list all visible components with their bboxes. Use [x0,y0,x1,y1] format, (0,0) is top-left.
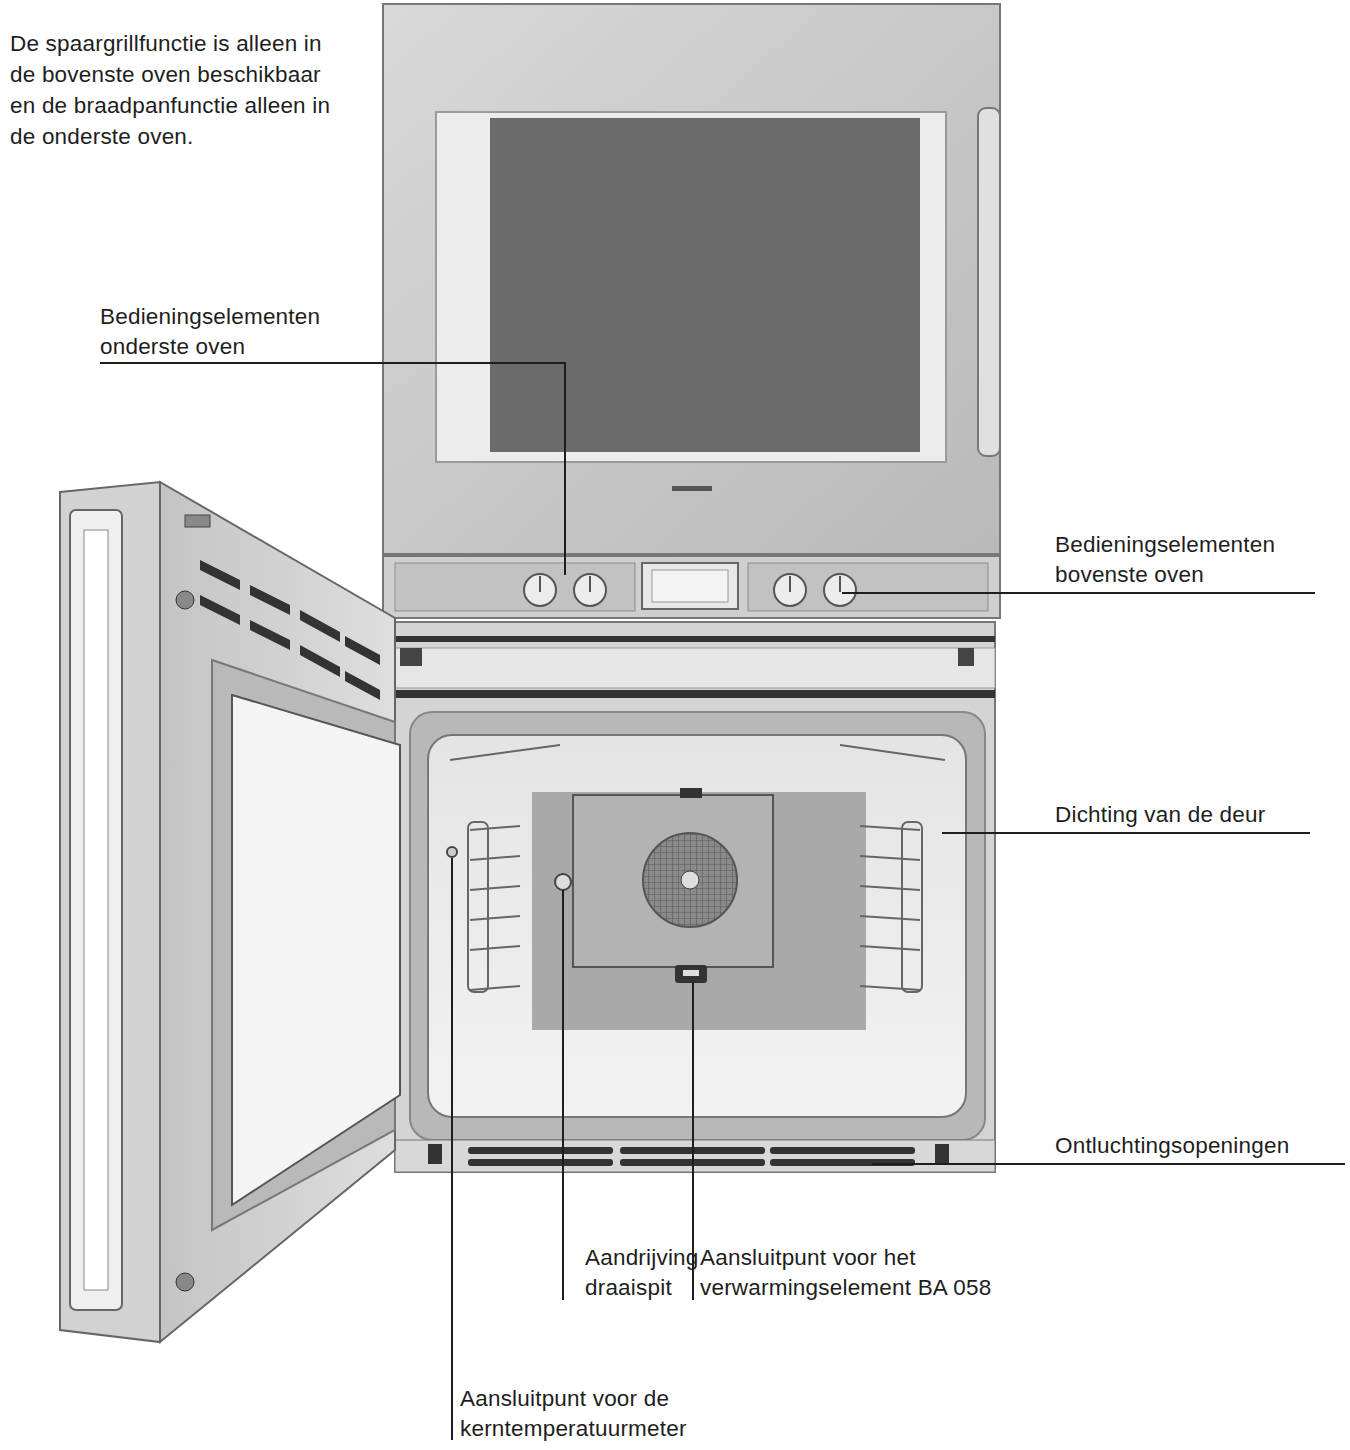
part-label: Aandrijving draaispit [585,1243,685,1303]
part-label: Ontluchtingsopeningen [1055,1131,1350,1161]
note-text: De spaargrillfunctie is alleen in de bov… [10,28,340,152]
part-label: Aansluitpunt voor het verwarmingselement… [700,1243,1070,1303]
part-label: Dichting van de deur [1055,800,1345,830]
part-label: Bedieningselementen bovenste oven [1055,530,1345,590]
part-label: Aansluitpunt voor de kerntemperatuurmete… [460,1384,760,1444]
part-label: Bedieningselementen onderste oven [100,302,400,362]
